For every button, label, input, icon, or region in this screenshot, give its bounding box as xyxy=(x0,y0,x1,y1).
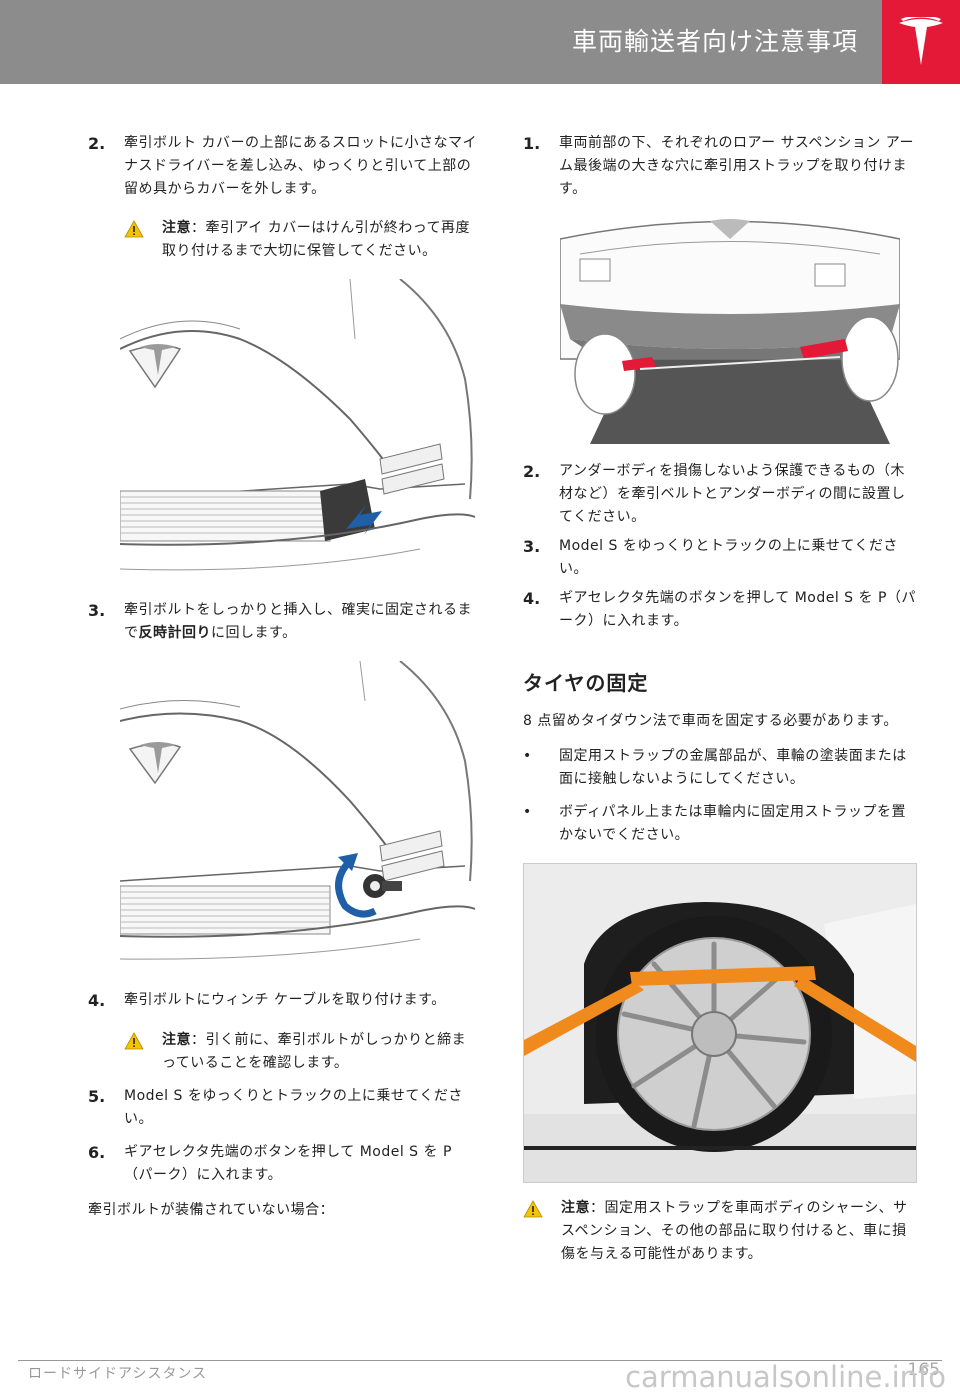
step-item: 2. 牽引ボルト カバーの上部にあるスロットに小さなマイナスドライバーを差し込み… xyxy=(88,132,480,201)
step-item: 2. アンダーボディを損傷しないよう保護できるもの（木材など）を牽引ベルトとアン… xyxy=(523,460,917,529)
bullet-item: • 固定用ストラップの金属部品が、車輪の塗装面または面に接触しないようにしてくだ… xyxy=(523,745,917,791)
step-text: 牽引ボルトにウィンチ ケーブルを取り付けます。 xyxy=(124,992,446,1008)
step-text: アンダーボディを損傷しないよう保護できるもの（木材など）を牽引ベルトとアンダーボ… xyxy=(559,463,906,525)
warning-triangle-icon xyxy=(124,217,162,263)
bullet-dot: • xyxy=(523,748,532,764)
caution-separator: ： xyxy=(191,220,206,236)
step-number: 3. xyxy=(88,601,106,620)
step-text: ギアセレクタ先端のボタンを押して Model S を P（パーク）に入れます。 xyxy=(559,590,916,629)
section-intro: 8 点留めタイダウン法で車両を固定する必要があります。 xyxy=(523,713,898,729)
brand-logo-box xyxy=(882,0,960,84)
caution-label: 注意 xyxy=(561,1200,590,1216)
step-text: ギアセレクタ先端のボタンを押して Model S を P（パーク）に入れます。 xyxy=(124,1144,452,1183)
step-item: 3. 牽引ボルトをしっかりと挿入し、確実に固定されるまで反時計回りに回します。 xyxy=(88,599,480,645)
caution-note: 注意：引く前に、牽引ボルトがしっかりと締まっていることを確認します。 xyxy=(124,1029,480,1075)
caution-label: 注意 xyxy=(162,220,191,236)
step-item: 1. 車両前部の下、それぞれのロアー サスペンション アーム最後端の大きな穴に牽… xyxy=(523,132,917,201)
step-text-emphasis: 反時計回り xyxy=(138,625,211,641)
bullet-text: ボディパネル上または車輪内に固定用ストラップを置かないでください。 xyxy=(559,804,907,843)
step-number: 4. xyxy=(88,991,106,1010)
step-item: 4. 牽引ボルトにウィンチ ケーブルを取り付けます。 xyxy=(88,989,480,1013)
step-text: Model S をゆっくりとトラックの上に乗せてください。 xyxy=(124,1088,463,1127)
section-title: タイヤの固定 xyxy=(523,671,649,695)
footer-divider xyxy=(18,1360,942,1361)
caution-separator: ： xyxy=(590,1200,605,1216)
step-number: 2. xyxy=(523,462,541,481)
step-text: 車両前部の下、それぞれのロアー サスペンション アーム最後端の大きな穴に牽引用ス… xyxy=(559,135,914,197)
caution-text: 引く前に、牽引ボルトがしっかりと締まっていることを確認します。 xyxy=(162,1032,467,1071)
warning-triangle-icon xyxy=(124,1029,162,1075)
step-text: Model S をゆっくりとトラックの上に乗せてください。 xyxy=(559,538,898,577)
step-number: 6. xyxy=(88,1143,106,1162)
step-item: 4. ギアセレクタ先端のボタンを押して Model S を P（パーク）に入れま… xyxy=(523,587,917,633)
page-header: 車両輸送者向け注意事項 xyxy=(0,0,960,84)
caution-note: 注意：固定用ストラップを車両ボディのシャーシ、サスペンション、その他の部品に取り… xyxy=(523,1197,917,1266)
caution-separator: ： xyxy=(191,1032,206,1048)
right-column: 1. 車両前部の下、それぞれのロアー サスペンション アーム最後端の大きな穴に牽… xyxy=(523,132,917,1282)
caution-text: 牽引アイ カバーはけん引が終わって再度取り付けるまで大切に保管してください。 xyxy=(162,220,471,259)
step-number: 3. xyxy=(523,537,541,556)
bullet-item: • ボディパネル上または車輪内に固定用ストラップを置かないでください。 xyxy=(523,801,917,847)
tow-eye-cover-illustration xyxy=(120,279,480,579)
step-number: 4. xyxy=(523,589,541,608)
step-item: 5. Model S をゆっくりとトラックの上に乗せてください。 xyxy=(88,1085,480,1131)
step-item: 3. Model S をゆっくりとトラックの上に乗せてください。 xyxy=(523,535,917,581)
warning-triangle-icon xyxy=(523,1197,561,1266)
wheel-strap-photo xyxy=(523,863,917,1183)
step-number: 5. xyxy=(88,1087,106,1106)
caution-text: 固定用ストラップを車両ボディのシャーシ、サスペンション、その他の部品に取り付ける… xyxy=(561,1200,908,1262)
tow-bolt-rotation-illustration xyxy=(120,661,480,961)
step-number: 1. xyxy=(523,134,541,153)
header-title: 車両輸送者向け注意事項 xyxy=(571,27,858,56)
tesla-logo-icon xyxy=(899,17,943,65)
page-number: 165 xyxy=(907,1360,940,1380)
closing-paragraph: 牽引ボルトが装備されていない場合： xyxy=(88,1202,335,1218)
step-text: に回します。 xyxy=(211,625,297,641)
bullet-dot: • xyxy=(523,804,532,820)
watermark: carmanualsonline.info xyxy=(625,1360,946,1394)
step-item: 6. ギアセレクタ先端のボタンを押して Model S を P（パーク）に入れま… xyxy=(88,1141,480,1187)
step-number: 2. xyxy=(88,134,106,153)
caution-label: 注意 xyxy=(162,1032,191,1048)
front-tow-strap-illustration xyxy=(560,209,900,444)
step-text: 牽引ボルトをしっかりと挿入し、確実に固定されるまで xyxy=(124,602,472,641)
caution-note: 注意：牽引アイ カバーはけん引が終わって再度取り付けるまで大切に保管してください… xyxy=(124,217,480,263)
step-text: 牽引ボルト カバーの上部にあるスロットに小さなマイナスドライバーを差し込み、ゆっ… xyxy=(124,135,477,197)
bullet-text: 固定用ストラップの金属部品が、車輪の塗装面または面に接触しないようにしてください… xyxy=(559,748,907,787)
left-column: 2. 牽引ボルト カバーの上部にあるスロットに小さなマイナスドライバーを差し込み… xyxy=(88,132,480,1234)
footer-section-name: ロードサイドアシスタンス xyxy=(28,1366,208,1382)
